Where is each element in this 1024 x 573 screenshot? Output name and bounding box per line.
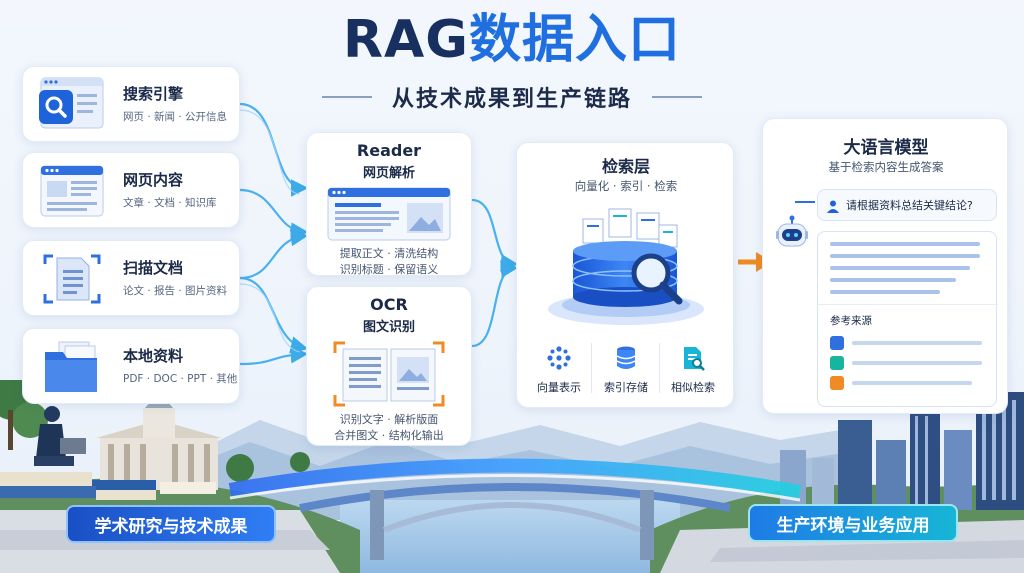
- webpage-parse-icon: [327, 187, 451, 241]
- production-environment-label: 生产环境与业务应用: [748, 504, 958, 542]
- reference-item[interactable]: [830, 376, 984, 390]
- title-rag: RAG: [343, 10, 469, 70]
- source-subtitle: 论文 · 报告 · 图片资料: [123, 285, 228, 297]
- answer-line: [830, 266, 970, 270]
- source-card-scanned-docs[interactable]: 扫描文档 论文 · 报告 · 图片资料: [22, 240, 240, 316]
- ocr-scan-icon: [333, 341, 445, 407]
- answer-line: [830, 278, 956, 282]
- reader-title: Reader: [356, 141, 422, 160]
- reader-subtitle: 网页解析: [362, 166, 415, 181]
- page-title: RAG数据入口: [0, 8, 1024, 72]
- reference-line: [852, 381, 972, 385]
- feature-vector[interactable]: 向量表示: [527, 339, 591, 399]
- feature-label: 向量表示: [537, 381, 581, 394]
- question-text: 请根据资料总结关键结论?: [846, 199, 973, 212]
- question-bubble[interactable]: 请根据资料总结关键结论?: [817, 189, 997, 221]
- reader-card[interactable]: Reader 网页解析 提取正文 · 清洗结构 识别标题 · 保留语义: [306, 132, 472, 276]
- retrieval-subtitle: 向量化 · 索引 · 检索: [574, 179, 678, 193]
- ocr-desc-1: 识别文字 · 解析版面: [339, 413, 439, 426]
- llm-card[interactable]: 大语言模型 基于检索内容生成答案 请根据资料总结关键结论? 参考来源: [762, 118, 1008, 414]
- feature-label: 相似检索: [671, 381, 715, 394]
- source-card-local-files[interactable]: 本地资料 PDF · DOC · PPT · 其他: [22, 328, 240, 404]
- source-title: 本地资料: [123, 347, 184, 365]
- source-subtitle: 文章 · 文档 · 知识库: [123, 197, 217, 209]
- ocr-desc-2: 合并图文 · 结构化输出: [334, 429, 444, 442]
- scanned-document-icon: [37, 250, 107, 308]
- reader-desc-1: 提取正文 · 清洗结构: [339, 247, 439, 260]
- source-title: 网页内容: [123, 171, 184, 189]
- feature-label: 索引存储: [604, 381, 648, 394]
- subtitle-divider-left: [321, 96, 372, 98]
- feature-divider: [591, 343, 592, 393]
- reference-line: [852, 341, 982, 345]
- page-subtitle: 从技术成果到生产链路: [391, 87, 632, 112]
- link-icon: [830, 356, 844, 370]
- feature-similar-search[interactable]: 相似检索: [661, 339, 725, 399]
- feature-index-storage[interactable]: 索引存储: [594, 339, 658, 399]
- subtitle-divider-right: [652, 96, 702, 98]
- robot-connector: [795, 201, 815, 203]
- ocr-card[interactable]: OCR 图文识别 识别文字 · 解析版面 合并图文 · 结构化输出: [306, 286, 472, 446]
- database-icon: [616, 346, 636, 369]
- document-icon: [830, 336, 844, 350]
- answer-panel: 参考来源: [817, 231, 998, 407]
- similar-search-icon: [684, 347, 705, 371]
- vector-icon: [547, 346, 571, 370]
- source-title: 扫描文档: [123, 259, 184, 277]
- reader-desc-2: 识别标题 · 保留语义: [339, 263, 439, 276]
- feature-divider: [659, 343, 660, 393]
- user-icon: [826, 198, 840, 213]
- academic-research-label: 学术研究与技术成果: [66, 505, 276, 543]
- file-icon: [830, 376, 844, 390]
- source-card-web-content[interactable]: 网页内容 文章 · 文档 · 知识库: [22, 152, 240, 228]
- vector-database-icon: [548, 208, 704, 325]
- ocr-title: OCR: [370, 295, 408, 314]
- reference-item[interactable]: [830, 336, 984, 350]
- answer-line: [830, 290, 940, 294]
- search-icon: [37, 76, 107, 134]
- ocr-subtitle: 图文识别: [362, 320, 415, 335]
- reference-item[interactable]: [830, 356, 984, 370]
- answer-line: [830, 242, 980, 246]
- llm-title: 大语言模型: [843, 138, 929, 158]
- llm-subtitle: 基于检索内容生成答案: [828, 160, 944, 174]
- source-card-search-engine[interactable]: 搜索引擎 网页 · 新闻 · 公开信息: [22, 66, 240, 142]
- title-data-entry: 数据入口: [468, 10, 681, 70]
- source-title: 搜索引擎: [123, 85, 184, 103]
- answer-line: [830, 254, 980, 258]
- source-subtitle: PDF · DOC · PPT · 其他: [123, 373, 238, 385]
- retrieval-card[interactable]: 检索层 向量化 · 索引 · 检索 向量表示: [516, 142, 734, 408]
- robot-icon: [776, 215, 808, 247]
- source-subtitle: 网页 · 新闻 · 公开信息: [123, 111, 228, 123]
- webpage-icon: [37, 162, 107, 220]
- folder-icon: [37, 338, 107, 396]
- retrieval-title: 检索层: [601, 157, 650, 176]
- subtitle-row: 从技术成果到生产链路: [0, 80, 1024, 114]
- reference-line: [852, 361, 982, 365]
- references-label: 参考来源: [830, 315, 872, 327]
- answer-divider: [818, 304, 998, 305]
